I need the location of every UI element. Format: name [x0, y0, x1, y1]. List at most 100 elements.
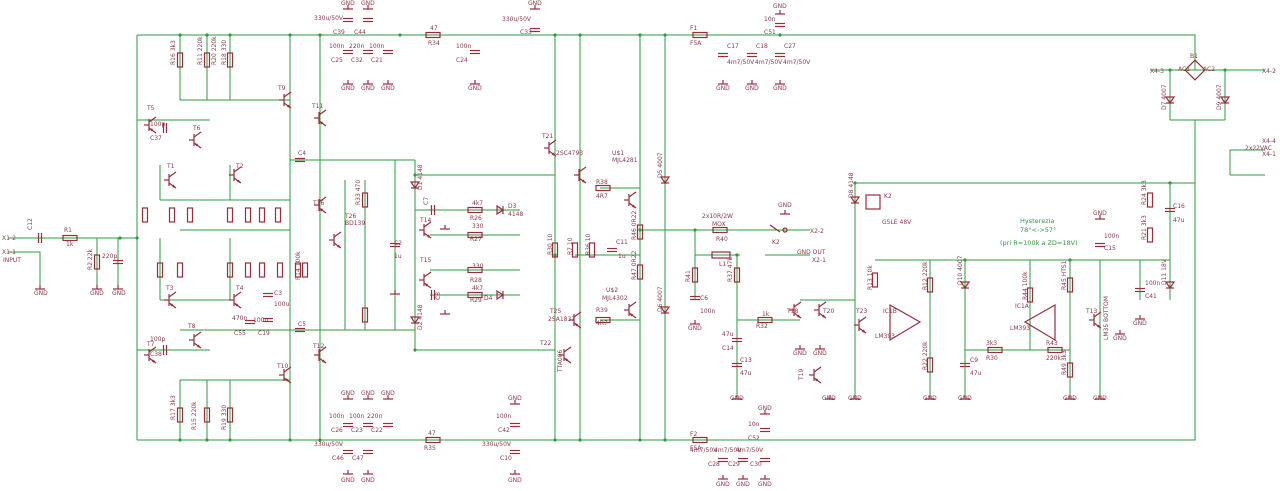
label-AC2: AC2	[1203, 66, 1215, 73]
label-R35-val: 47	[428, 430, 436, 437]
label-C46: C46	[332, 455, 344, 462]
label-T9: T9	[277, 85, 286, 92]
label-C15-val: 100n	[1104, 233, 1119, 240]
label-C29-val: 4m7/50V	[714, 447, 742, 454]
label-C41-val: 100n	[1145, 280, 1160, 287]
label-T11: T11	[311, 103, 323, 110]
hysteresis-note: (pri R=100k a ZD=18V)	[1000, 239, 1078, 247]
label-C16: C16	[1173, 203, 1185, 210]
label-T26-part: BD139	[345, 220, 365, 227]
label-C13-val: 47u	[740, 370, 752, 377]
label-T14: T14	[419, 217, 431, 224]
gnd-label: GND	[381, 390, 395, 397]
gnd-label: GND	[1093, 210, 1107, 217]
label-D9: D9 4007	[1216, 84, 1223, 110]
label-T4: T4	[235, 285, 244, 292]
label-D10: D10 4007	[957, 255, 964, 285]
label-R1-val: 1k	[66, 241, 74, 248]
label-C18: C18	[756, 43, 768, 50]
label-LM393-2: LM393	[1010, 325, 1030, 332]
label-T19: T19	[798, 369, 805, 381]
gnd-label: GND	[341, 85, 355, 92]
terminal-x4-2: X4-2	[1262, 68, 1276, 75]
label-K2: K2	[772, 239, 780, 246]
label-R38-val: 4R7	[596, 193, 608, 200]
label-C9: C9	[970, 357, 978, 364]
label-T3: T3	[165, 285, 174, 292]
label-C6-val: 100n	[700, 308, 715, 315]
gnd-label: GND	[773, 3, 787, 10]
label-R24: R24 3k3	[1141, 180, 1148, 205]
terminal-x2-2: X2-2	[810, 228, 824, 235]
label-T13: T13	[1085, 308, 1097, 315]
label-R34: R34	[428, 40, 440, 47]
label-C23-val: 100n	[349, 413, 364, 420]
label-T16: T16	[312, 200, 324, 207]
label-T7: T7	[146, 341, 155, 348]
label-R15: R15 220k	[191, 401, 198, 430]
gnd-label: GND	[341, 0, 355, 7]
gnd-label: GND	[361, 390, 375, 397]
label-C24: C24	[456, 57, 468, 64]
label-C30: C30	[750, 461, 762, 468]
gnd-label: GND	[745, 85, 759, 92]
label-R47: R47 0R22	[631, 250, 638, 280]
gnd-label: GND	[716, 481, 730, 488]
label-R7b: R7 10	[567, 237, 574, 255]
hysteresis-title: Hysterezia	[1020, 217, 1054, 225]
label-C2: C2	[394, 240, 402, 247]
label-R38: R38	[596, 179, 608, 186]
label-R1: R1	[64, 227, 72, 234]
label-L1: L1	[719, 261, 726, 268]
gnd-label: GND	[1133, 320, 1147, 327]
label-R32b-val: 1k	[762, 311, 770, 318]
label-C23: C23	[351, 427, 363, 434]
label-C8: C8	[435, 292, 442, 300]
label-R40-top: 2x10R/2W	[702, 213, 733, 220]
label-C1: 220p	[102, 253, 117, 260]
label-C25-val: 100n	[329, 43, 344, 50]
label-C12: C12	[27, 218, 34, 230]
label-C3: C3	[274, 290, 282, 297]
label-D8: D8 4148	[848, 172, 855, 198]
gnd-label: GND	[361, 85, 375, 92]
label-C24-val: 100n	[456, 43, 471, 50]
label-C55-ref: C55	[234, 330, 246, 337]
label-R27-val: 330	[472, 223, 484, 230]
label-R27: R27	[470, 236, 482, 243]
gnd-label: GND	[716, 85, 730, 92]
label-R30: R30 10	[547, 233, 554, 255]
gnd-label: GND	[793, 350, 807, 357]
label-T15: T15	[419, 257, 431, 264]
label-C39: C39	[333, 29, 345, 36]
label-C37: C37	[150, 135, 162, 142]
label-C3-val: 100u	[274, 301, 289, 308]
label-C46-val: 330u/50V	[314, 441, 344, 448]
label-R42-ref: R30	[986, 355, 998, 362]
label-C37-val: 100p	[150, 121, 165, 128]
label-R26-val: 4k7	[472, 200, 483, 207]
terminal-x1-1: X1-1	[2, 249, 16, 256]
label-R32b: R32	[756, 323, 768, 330]
label-R2: R2 22k	[87, 248, 94, 270]
label-C22: C22	[371, 427, 383, 434]
label-C25: C25	[331, 57, 343, 64]
label-U1-part: MJL4281	[612, 157, 638, 164]
gnd-label: GND	[1063, 395, 1077, 402]
label-IC1A: IC1A	[1015, 303, 1030, 310]
label-C13: C13	[740, 357, 752, 364]
label-C39-val: 330u/50V	[314, 15, 344, 22]
label-R39-val: 4R7	[596, 320, 608, 327]
label-C26-val: 100n	[329, 413, 344, 420]
label-C38-val: 100p	[150, 336, 165, 343]
label-C26: C26	[331, 427, 343, 434]
components	[34, 4, 1230, 480]
gnd-label: GND	[34, 290, 48, 297]
gnd-label: GND	[341, 477, 355, 484]
gnd-label: GND	[813, 350, 827, 357]
label-C44: C44	[354, 29, 366, 36]
gnd-label: GND	[848, 395, 862, 402]
label-C32-val: 220n	[349, 43, 364, 50]
label-T22: T22	[539, 340, 551, 347]
